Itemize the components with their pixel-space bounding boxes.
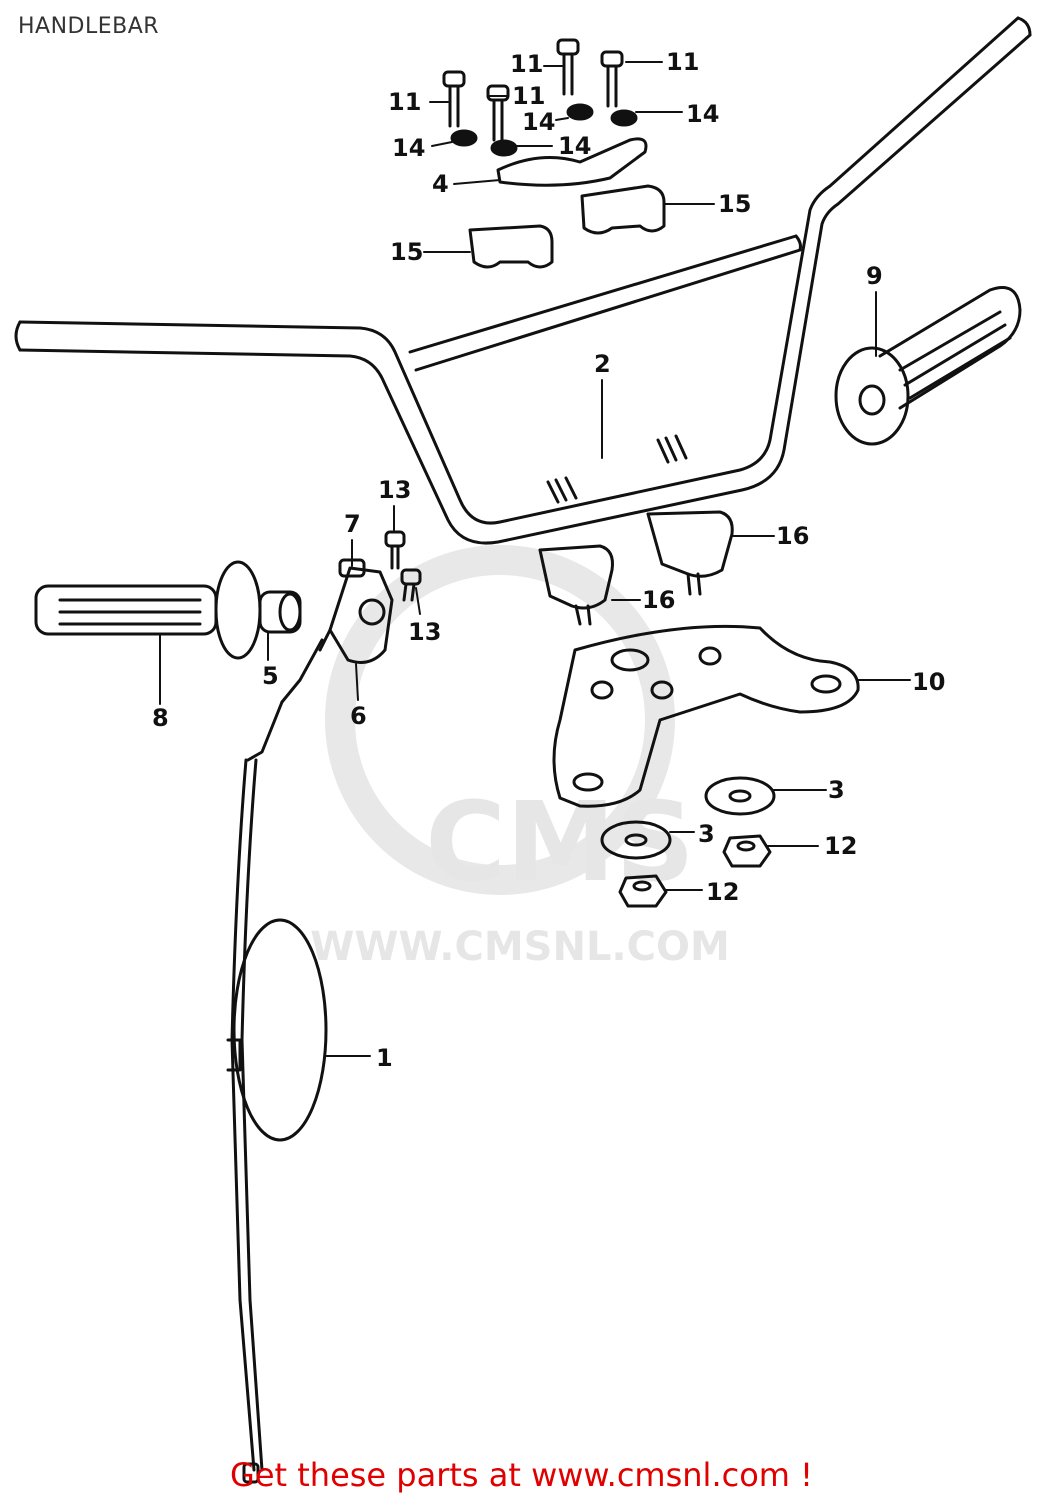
callout-label: 16: [776, 522, 809, 550]
upper-holder-plate-part: [496, 137, 648, 187]
callouts: 11 11 11 11 14 14 14 14 4 15 15 9 2 13 1…: [152, 48, 945, 1072]
callout-label: 12: [706, 878, 739, 906]
callout-label: 4: [432, 170, 449, 198]
callout-label: 10: [912, 668, 945, 696]
top-bridge-part: [552, 624, 860, 808]
callout-label: 11: [666, 48, 699, 76]
page-title: HANDLEBAR: [18, 14, 160, 39]
leader-lines: [159, 61, 911, 1057]
handlebar-part: [14, 16, 1032, 545]
throttle-cable-part: [226, 638, 328, 1484]
callout-label: 15: [718, 190, 751, 218]
washer-part: [450, 103, 638, 157]
nut-part: [618, 834, 772, 908]
callout-label: 14: [522, 108, 555, 136]
callout-label: 1: [376, 1044, 393, 1072]
callout-label: 11: [512, 82, 545, 110]
washer-3-part: [600, 776, 776, 860]
callout-label: 2: [594, 350, 611, 378]
callout-label: 11: [388, 88, 421, 116]
callout-label: 15: [390, 238, 423, 266]
right-grip-part: [834, 286, 1022, 446]
callout-label: 6: [350, 702, 367, 730]
callout-label: 3: [828, 776, 845, 804]
callout-label: 11: [510, 50, 543, 78]
callout-label: 5: [262, 662, 279, 690]
bolt-part: [442, 38, 624, 142]
watermark-url: WWW.CMSNL.COM: [310, 924, 730, 970]
callout-label: 12: [824, 832, 857, 860]
upper-holder-part: [468, 184, 666, 269]
callout-label: 14: [392, 134, 425, 162]
screw-part: [384, 530, 422, 602]
callout-label: 14: [686, 100, 719, 128]
throttle-housing-part: [318, 558, 394, 664]
callout-label: 13: [408, 618, 441, 646]
callout-label: 8: [152, 704, 169, 732]
callout-label: 7: [344, 510, 361, 538]
footer-link-text[interactable]: Get these parts at www.cmsnl.com !: [230, 1456, 813, 1494]
callout-label: 9: [866, 262, 883, 290]
lower-holder-part: [538, 510, 734, 626]
callout-label: 3: [698, 820, 715, 848]
left-grip-part: [34, 560, 302, 660]
watermark: CMS WWW.CMSNL.COM: [310, 545, 730, 970]
callout-label: 16: [642, 586, 675, 614]
callout-label: 13: [378, 476, 411, 504]
callout-label: 14: [558, 132, 591, 160]
